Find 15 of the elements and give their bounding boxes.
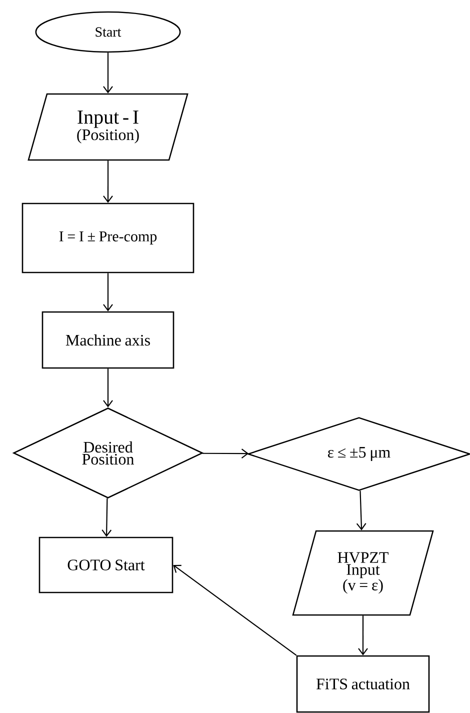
arrow — [102, 498, 112, 537]
arrow — [173, 564, 297, 656]
input-parallelogram: Input - I (Position) — [28, 93, 188, 161]
input-parallelogram: HVPZT Input (v = ε) — [292, 530, 434, 616]
arrow — [202, 448, 249, 458]
arrow — [103, 368, 113, 408]
arrow — [103, 160, 113, 203]
arrow — [103, 273, 113, 312]
arrow — [356, 490, 366, 530]
process-box: I = I ± Pre-comp — [22, 202, 194, 274]
process-box: FiTS actuation — [296, 655, 430, 713]
arrow — [103, 52, 113, 94]
process-box: Machine axis — [42, 311, 174, 369]
arrow — [358, 616, 368, 656]
process-box: GOTO Start — [38, 536, 174, 594]
